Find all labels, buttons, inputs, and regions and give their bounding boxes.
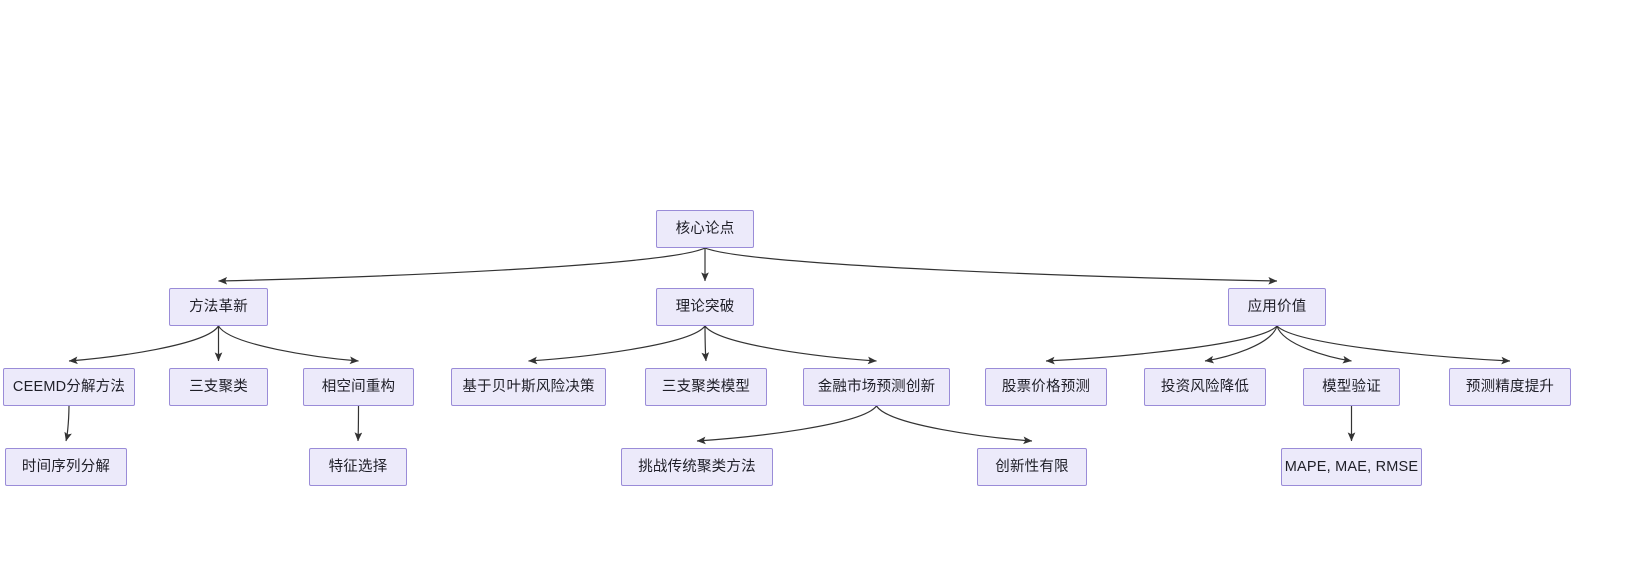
- node-n8[interactable]: 三支聚类模型: [645, 368, 767, 406]
- node-n16[interactable]: 挑战传统聚类方法: [621, 448, 773, 486]
- edge-n2-to-n9: [704, 325, 877, 365]
- node-label: 金融市场预测创新: [817, 378, 936, 395]
- node-n17[interactable]: 创新性有限: [977, 448, 1087, 486]
- node-label: 三支聚类: [189, 378, 248, 395]
- node-n12[interactable]: 模型验证: [1303, 368, 1400, 406]
- node-label: 应用价值: [1247, 298, 1307, 315]
- node-n15[interactable]: 特征选择: [309, 448, 407, 486]
- edge-n2-to-n7: [528, 325, 706, 365]
- node-n9[interactable]: 金融市场预测创新: [803, 368, 950, 406]
- node-label: 理论突破: [675, 298, 735, 315]
- node-n0[interactable]: 核心论点: [656, 210, 754, 248]
- node-n1[interactable]: 方法革新: [169, 288, 268, 326]
- node-n11[interactable]: 投资风险降低: [1144, 368, 1266, 406]
- edge-n4-to-n14: [64, 405, 72, 442]
- edge-n6-to-n15: [354, 405, 363, 442]
- node-label: 模型验证: [1322, 378, 1381, 395]
- node-n6[interactable]: 相空间重构: [303, 368, 414, 406]
- node-n13[interactable]: 预测精度提升: [1449, 368, 1571, 406]
- node-label: 相空间重构: [321, 378, 396, 395]
- node-label: 方法革新: [189, 298, 248, 315]
- node-n2[interactable]: 理论突破: [656, 288, 754, 326]
- edge-n9-to-n16: [696, 405, 877, 445]
- node-label: 三支聚类模型: [661, 378, 751, 395]
- node-n7[interactable]: 基于贝叶斯风险决策: [451, 368, 606, 406]
- node-label: 挑战传统聚类方法: [638, 458, 756, 475]
- edge-n3-to-n13: [1276, 325, 1511, 365]
- edge-n1-to-n4: [68, 325, 220, 365]
- node-label: 创新性有限: [995, 458, 1069, 475]
- edge-n9-to-n17: [875, 405, 1033, 445]
- node-n5[interactable]: 三支聚类: [169, 368, 268, 406]
- node-label: 时间序列分解: [21, 458, 111, 475]
- node-label: 基于贝叶斯风险决策: [462, 378, 595, 395]
- node-label: MAPE, MAE, RMSE: [1284, 458, 1419, 475]
- edge-n2-to-n8: [701, 325, 710, 362]
- node-label: 特征选择: [328, 458, 388, 475]
- edge-n3-to-n12: [1276, 325, 1352, 364]
- node-label: 投资风险降低: [1160, 378, 1250, 395]
- edge-n0-to-n3: [704, 247, 1278, 285]
- node-n4[interactable]: CEEMD分解方法: [3, 368, 135, 406]
- edge-n0-to-n1: [218, 247, 706, 285]
- node-label: 股票价格预测: [1001, 378, 1091, 395]
- node-n14[interactable]: 时间序列分解: [5, 448, 127, 486]
- node-label: CEEMD分解方法: [12, 378, 126, 395]
- edge-paths: [64, 247, 1511, 445]
- node-label: 预测精度提升: [1465, 378, 1555, 395]
- edge-n1-to-n6: [217, 325, 359, 365]
- edge-n3-to-n10: [1045, 325, 1278, 365]
- node-n18[interactable]: MAPE, MAE, RMSE: [1281, 448, 1422, 486]
- edge-n3-to-n11: [1204, 325, 1278, 364]
- node-n10[interactable]: 股票价格预测: [985, 368, 1107, 406]
- node-n3[interactable]: 应用价值: [1228, 288, 1326, 326]
- node-label: 核心论点: [675, 220, 735, 237]
